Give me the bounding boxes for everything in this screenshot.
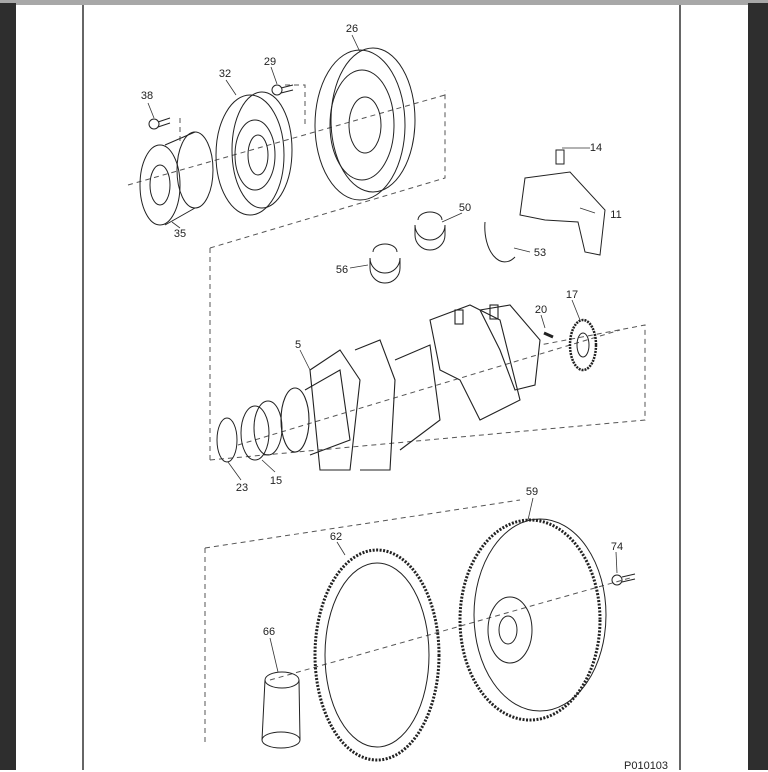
part-label-11: 11 xyxy=(610,209,622,221)
page-border-left xyxy=(82,5,84,770)
part-label-74: 74 xyxy=(610,541,624,553)
part-label-23: 23 xyxy=(235,482,249,494)
part-11-counterweight xyxy=(519,149,606,256)
part-32-pulley xyxy=(215,91,293,216)
part-50-bearing xyxy=(414,211,446,251)
part-5-crankshaft xyxy=(280,304,541,471)
document-page xyxy=(16,5,748,770)
part-38-bolt xyxy=(148,117,171,130)
part-62-ring-gear xyxy=(313,548,441,762)
part-26-pulley xyxy=(314,47,416,201)
part-56-bearing xyxy=(369,243,401,284)
part-label-17: 17 xyxy=(565,289,579,301)
page-border-right xyxy=(679,5,681,770)
part-20-pin xyxy=(543,331,554,339)
part-15-bearing xyxy=(240,400,283,461)
part-29-bolt xyxy=(271,84,294,96)
part-label-35: 35 xyxy=(173,228,187,240)
part-label-50: 50 xyxy=(458,202,472,214)
part-label-26: 26 xyxy=(345,23,359,35)
part-label-32: 32 xyxy=(218,68,232,80)
part-label-56: 56 xyxy=(335,264,349,276)
part-66-sleeve xyxy=(261,671,301,749)
part-17-gear xyxy=(568,318,598,372)
part-label-62: 62 xyxy=(329,531,343,543)
viewer-top-bar xyxy=(0,0,768,5)
part-label-38: 38 xyxy=(140,90,154,102)
part-59-flywheel xyxy=(458,518,607,722)
part-23-plate xyxy=(216,417,238,463)
part-35-hub xyxy=(139,131,214,226)
part-label-14: 14 xyxy=(589,142,603,154)
part-label-20: 20 xyxy=(534,304,548,316)
part-label-5: 5 xyxy=(294,339,302,351)
viewer-scrollbar[interactable] xyxy=(748,3,768,770)
part-label-53: 53 xyxy=(533,247,547,259)
part-label-29: 29 xyxy=(263,56,277,68)
figure-id: P010103 xyxy=(624,760,669,772)
part-53-thrust-washer xyxy=(484,221,516,263)
part-label-15: 15 xyxy=(269,475,283,487)
viewer-left-margin xyxy=(0,3,16,770)
part-74-bolt xyxy=(611,573,636,586)
part-label-59: 59 xyxy=(525,486,539,498)
part-label-66: 66 xyxy=(262,626,276,638)
